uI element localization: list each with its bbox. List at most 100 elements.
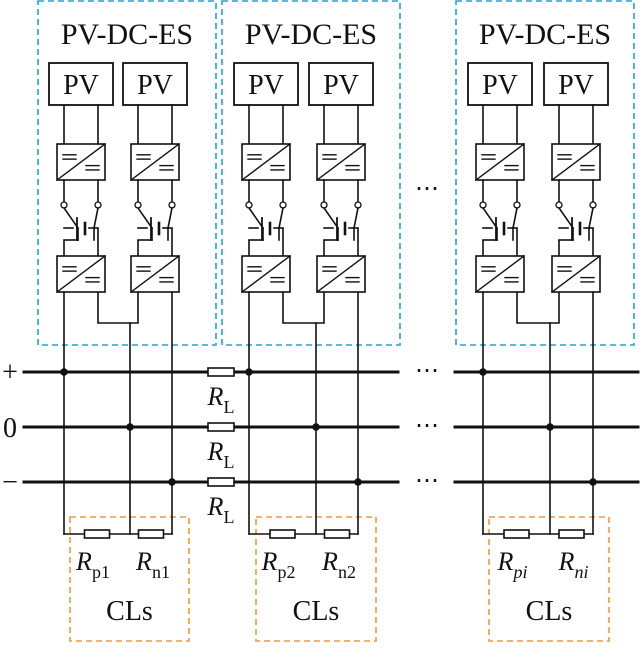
dc-dc-converter-es bbox=[56, 255, 106, 293]
switch-blade bbox=[588, 207, 594, 229]
pv-string-1: PV bbox=[233, 62, 299, 293]
pv-panel-box bbox=[467, 62, 533, 106]
pv-dc-es-title: PV-DC-ES bbox=[479, 18, 611, 51]
switch-blade bbox=[353, 207, 359, 229]
converter-diagonal bbox=[241, 255, 291, 293]
converter-diagonal bbox=[316, 143, 366, 181]
load-resistor-n bbox=[137, 529, 165, 539]
node-negative bbox=[168, 478, 176, 486]
dc-dc-converter-pv bbox=[551, 143, 601, 181]
neutral-link bbox=[516, 292, 560, 324]
load-resistor-p bbox=[503, 529, 530, 539]
pv-panel-label: PV bbox=[482, 70, 518, 101]
bus-ellipsis-1: ⋯ bbox=[415, 413, 441, 439]
converter-diagonal bbox=[241, 143, 291, 181]
cl-box bbox=[69, 516, 190, 642]
pv-string-2: PV bbox=[122, 62, 188, 293]
switch-blade bbox=[481, 206, 499, 230]
dc-dc-converter-es bbox=[475, 255, 525, 293]
switch-blade bbox=[278, 207, 284, 229]
dc-dc-converter-pv bbox=[475, 143, 525, 181]
cl-label: CLs bbox=[293, 596, 340, 627]
load-resistor-p-label: Rpi bbox=[497, 547, 528, 582]
pv-panel-label: PV bbox=[63, 70, 99, 101]
dc-dc-converter-pv bbox=[130, 143, 180, 181]
pv-string-1: PV bbox=[48, 62, 114, 293]
pv-panel-box bbox=[308, 62, 374, 106]
load-resistor-p bbox=[83, 529, 111, 539]
node-positive bbox=[245, 368, 253, 376]
dc-dc-converter-es bbox=[130, 255, 180, 293]
dc-dc-converter-pv bbox=[316, 143, 366, 181]
pv-panel-label: PV bbox=[558, 70, 594, 101]
pv-dc-es-title: PV-DC-ES bbox=[245, 18, 377, 51]
load-resistor-p-label: Rp1 bbox=[75, 547, 110, 582]
bus-ellipsis-2: ⋯ bbox=[415, 468, 441, 494]
node-negative bbox=[589, 478, 597, 486]
node-neutral bbox=[312, 423, 320, 431]
converter-diagonal bbox=[475, 255, 525, 293]
pv-panel-box bbox=[122, 62, 188, 106]
load-resistor-n bbox=[558, 529, 585, 539]
switch-blade bbox=[247, 206, 265, 230]
switch-contact bbox=[354, 201, 362, 209]
pv-panel-box bbox=[48, 62, 114, 106]
converter-diagonal bbox=[316, 255, 366, 293]
neutral-link bbox=[282, 292, 325, 324]
bus-zero-label: 0 bbox=[3, 413, 17, 444]
neutral-link bbox=[97, 292, 139, 324]
converter-diagonal bbox=[130, 143, 180, 181]
load-resistor-n-label: Rn1 bbox=[135, 547, 170, 582]
pv-panel-label: PV bbox=[137, 70, 173, 101]
converter-diagonal bbox=[551, 255, 601, 293]
converter-diagonal bbox=[56, 255, 106, 293]
switch-blade bbox=[167, 207, 173, 229]
pv-string-1: PV bbox=[467, 62, 533, 293]
switch-contact bbox=[589, 201, 597, 209]
node-positive bbox=[60, 368, 68, 376]
line-resistor-rl-1 bbox=[207, 422, 235, 432]
pv-panel-box bbox=[543, 62, 609, 106]
switch-blade bbox=[512, 207, 518, 229]
line-resistor-rl-2 bbox=[207, 477, 235, 487]
bus-ellipsis-0: ⋯ bbox=[415, 358, 441, 384]
pv-dc-es-box bbox=[37, 0, 217, 346]
node-positive bbox=[479, 368, 487, 376]
pv-dc-es-box bbox=[221, 0, 401, 346]
load-resistor-p-label: Rp2 bbox=[261, 547, 296, 582]
line-resistor-label-2: RL bbox=[207, 492, 235, 527]
cl-label: CLs bbox=[526, 596, 573, 627]
switch-blade bbox=[136, 206, 154, 230]
bus-minus-label: − bbox=[2, 467, 18, 498]
pv-panel-box bbox=[233, 62, 299, 106]
dc-dc-converter-pv bbox=[56, 143, 106, 181]
switch-contact bbox=[513, 201, 521, 209]
switch-contact bbox=[168, 201, 176, 209]
node-neutral bbox=[546, 423, 554, 431]
line-resistor-label-1: RL bbox=[207, 437, 235, 472]
load-resistor-p bbox=[269, 529, 296, 539]
cl-box bbox=[488, 516, 610, 642]
switch-contact bbox=[94, 201, 102, 209]
pv-dc-es-box bbox=[455, 0, 635, 346]
dc-dc-converter-es bbox=[316, 255, 366, 293]
line-resistor-rl-0 bbox=[207, 367, 235, 377]
unit-ellipsis: ⋯ bbox=[415, 176, 441, 202]
cl-label: CLs bbox=[106, 596, 153, 627]
node-neutral bbox=[126, 423, 134, 431]
switch-contact bbox=[279, 201, 287, 209]
switch-blade bbox=[62, 206, 80, 230]
pv-panel-label: PV bbox=[248, 70, 284, 101]
load-resistor-n-label: Rni bbox=[558, 547, 589, 582]
dc-dc-converter-es bbox=[551, 255, 601, 293]
load-resistor-n-label: Rn2 bbox=[321, 547, 356, 582]
line-resistor-label-0: RL bbox=[207, 382, 235, 417]
pv-dc-es-title: PV-DC-ES bbox=[61, 18, 193, 51]
dc-dc-converter-pv bbox=[241, 143, 291, 181]
bus-plus-label: + bbox=[2, 357, 18, 388]
